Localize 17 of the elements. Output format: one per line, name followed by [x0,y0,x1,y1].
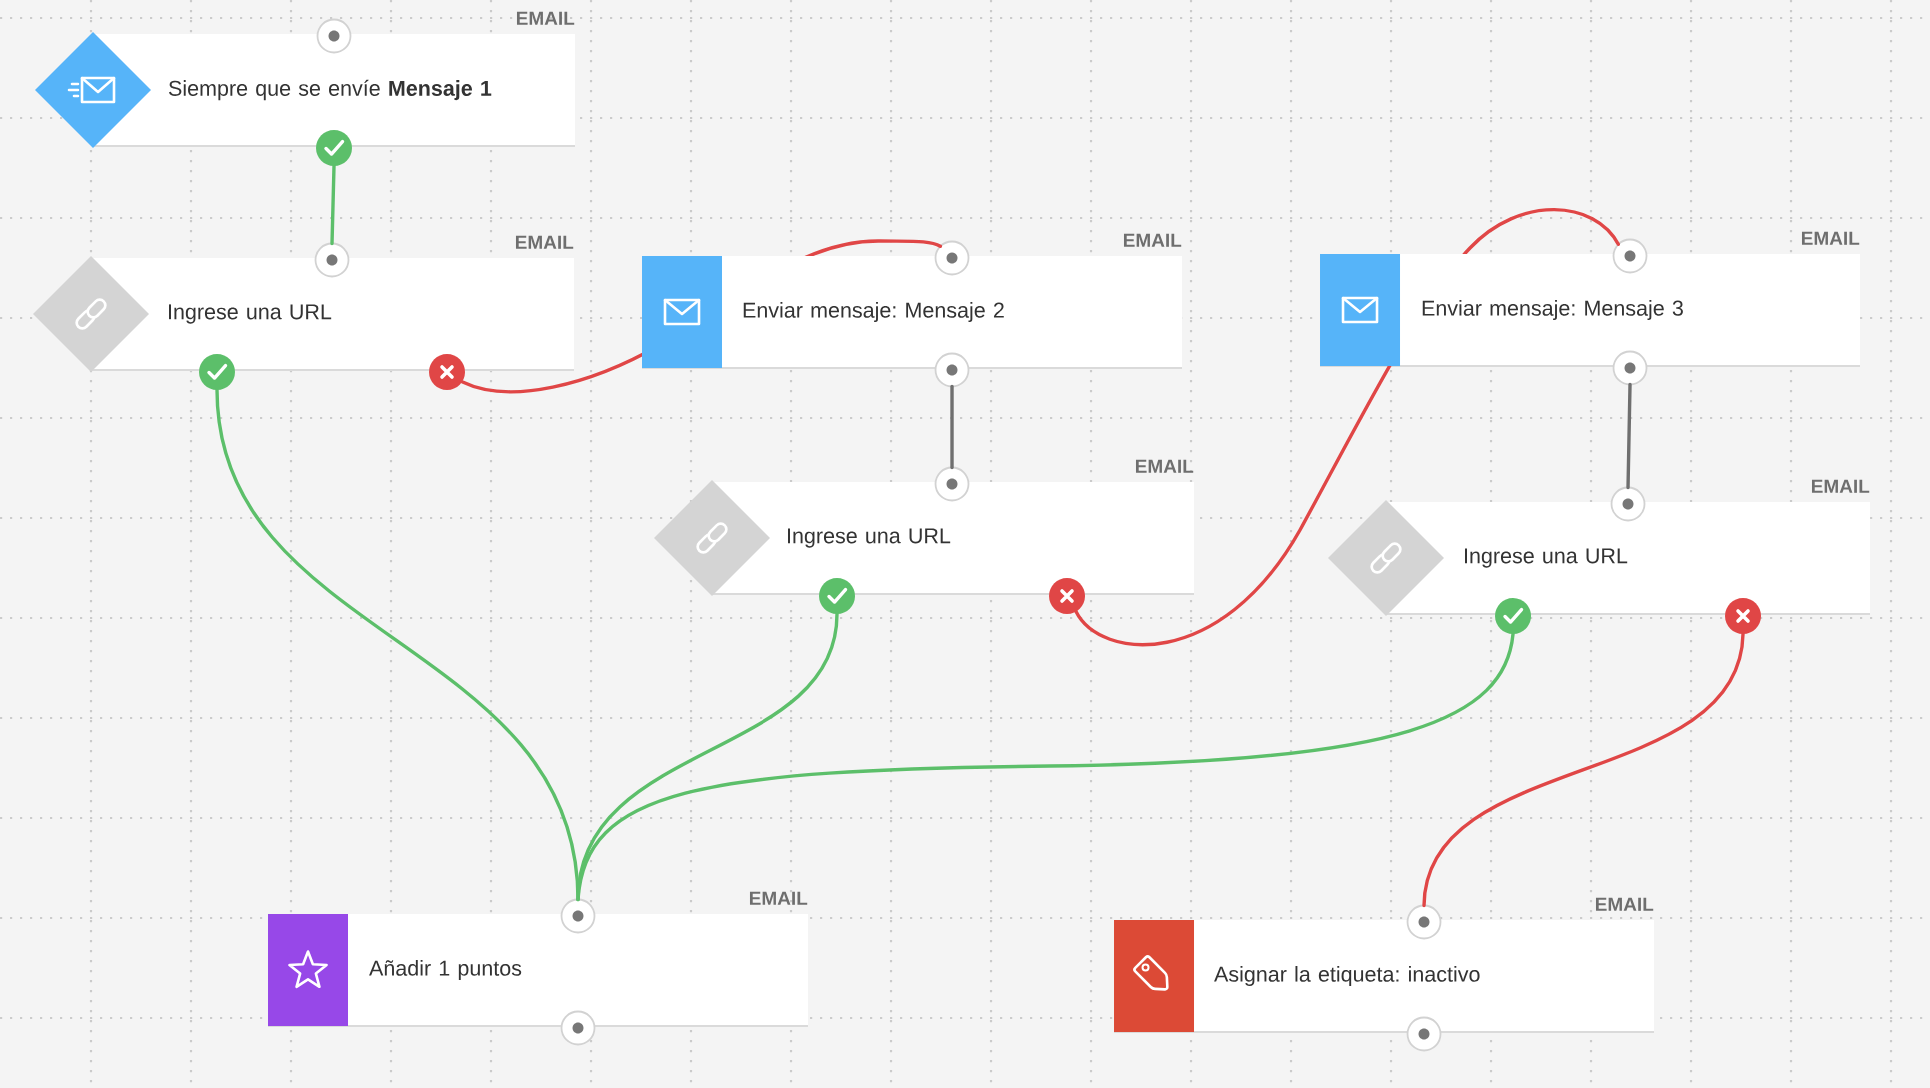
channel-label: EMAIL [750,891,808,905]
channel-label: EMAIL [515,235,574,249]
connector-line [1626,382,1632,490]
trigger-card: Siempre que se envíe Mensaje 1 [92,34,576,147]
connector-line [576,632,1515,902]
channel-label: EMAIL [1802,231,1860,245]
channel-label: EMAIL [516,11,575,25]
condition-card: Ingrese una URL [711,482,1195,595]
channel-label: EMAIL [1812,479,1870,493]
condition-card: Ingrese una URL [90,258,575,371]
channel-label: EMAIL [1136,459,1194,473]
channel-label: EMAIL [1124,233,1182,247]
connector-line [950,384,954,470]
connector-line [330,164,336,246]
channel-label: EMAIL [1596,897,1654,911]
connector-line [1422,632,1745,908]
condition-card: Ingrese una URL [1385,502,1871,615]
